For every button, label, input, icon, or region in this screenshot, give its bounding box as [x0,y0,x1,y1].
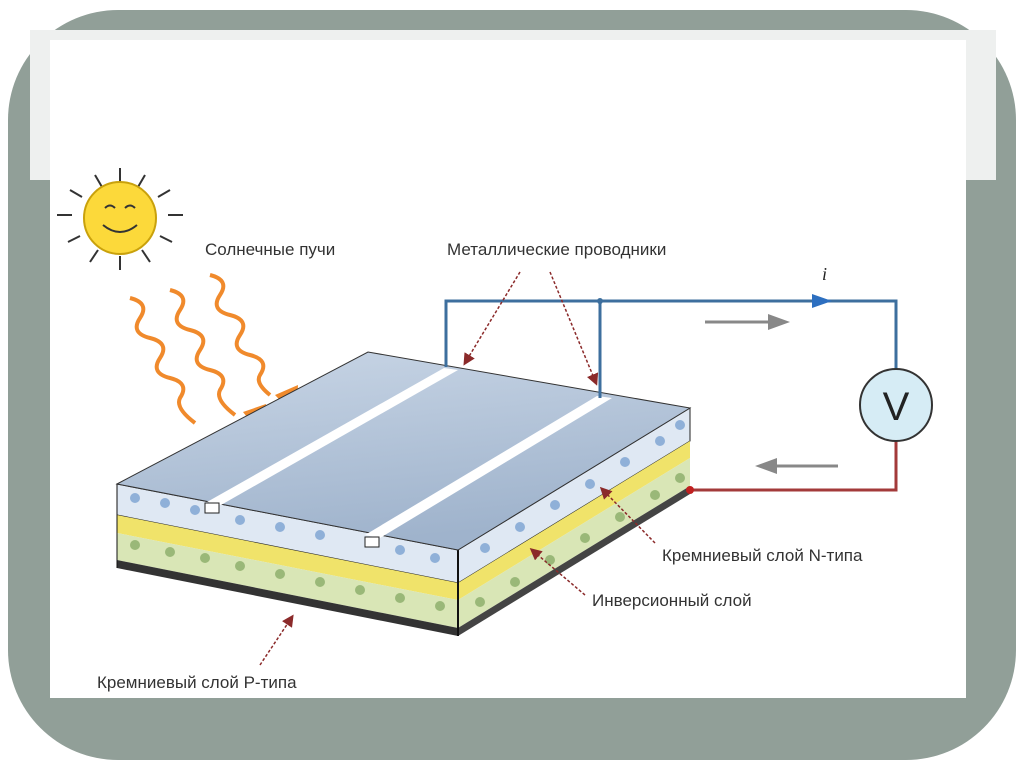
p-layer-label: Кремниевый слой P-типа [97,673,297,692]
n-layer-dots [130,420,685,563]
p-layer-dots [130,473,685,611]
voltmeter-label: V [883,385,910,429]
circuit [444,298,898,494]
sun-icon [57,168,183,270]
label-pointers [259,271,656,666]
current-arrow-icon [812,294,832,308]
inversion-layer-label: Инверсионный слой [592,591,752,610]
flow-arrows [705,314,838,474]
sun-rays-label: Солнечные пучи [205,240,335,259]
voltmeter: V [859,368,933,442]
metal-conductors-label: Металлические проводники [447,240,666,259]
n-layer-label: Кремниевый слой N-типа [662,546,863,565]
sun-rays [129,273,272,425]
current-label: i [822,264,827,284]
solar-cell [115,351,692,636]
